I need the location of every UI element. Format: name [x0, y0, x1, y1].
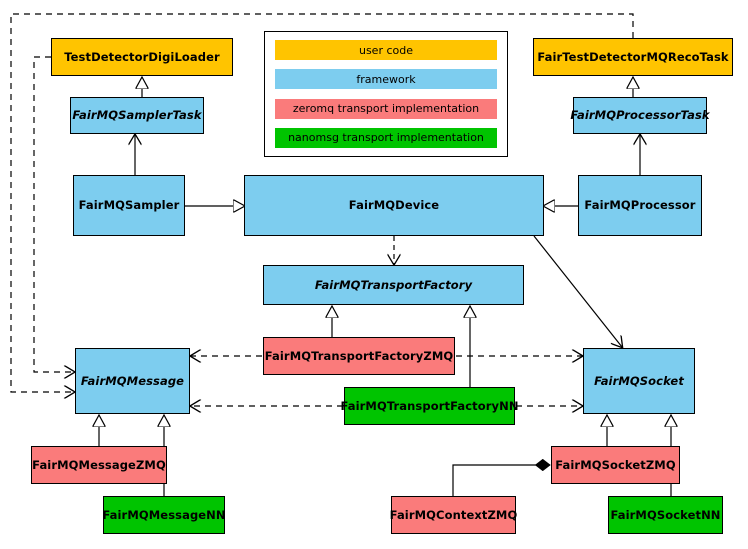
- class-node-label: FairMQMessageZMQ: [32, 457, 166, 472]
- class-node-FairMQProcessorTask[interactable]: FairMQProcessorTask: [570, 97, 710, 134]
- class-node-FairMQSamplerTask[interactable]: FairMQSamplerTask: [70, 97, 204, 134]
- legend-label: nanomsg transport implementation: [288, 131, 484, 145]
- legend-label: user code: [358, 43, 414, 57]
- class-node-label: FairMQTransportFactory: [314, 277, 473, 292]
- class-node-label: TestDetectorDigiLoader: [64, 49, 220, 64]
- class-node-FairMQTransportFactory[interactable]: FairMQTransportFactory: [263, 265, 524, 305]
- legend-item-zeromq: zeromq transport implementation: [275, 98, 497, 119]
- class-node-label: FairMQContextZMQ: [389, 507, 518, 522]
- class-node-label: FairMQTransportFactoryNN: [340, 398, 519, 413]
- class-node-FairMQSocketZMQ[interactable]: FairMQSocketZMQ: [551, 446, 680, 484]
- legend-item-framework: framework: [275, 69, 497, 90]
- class-node-FairMQMessageZMQ[interactable]: FairMQMessageZMQ: [31, 446, 167, 484]
- class-node-FairMQDevice[interactable]: FairMQDevice: [244, 175, 544, 236]
- class-node-FairTestDetectorMQRecoTask[interactable]: FairTestDetectorMQRecoTask: [533, 38, 733, 76]
- class-node-label: FairMQProcessor: [584, 198, 696, 213]
- class-node-label: FairMQSamplerTask: [72, 108, 202, 123]
- class-node-FairMQMessageNN[interactable]: FairMQMessageNN: [102, 496, 226, 534]
- class-node-label: FairMQProcessorTask: [570, 108, 710, 123]
- class-node-label: FairMQSocketZMQ: [555, 457, 676, 472]
- class-node-label: FairMQSocketNN: [610, 507, 721, 522]
- class-node-FairMQContextZMQ[interactable]: FairMQContextZMQ: [389, 496, 518, 534]
- legend-label: framework: [356, 72, 416, 86]
- class-node-FairMQTransportFactoryZMQ[interactable]: FairMQTransportFactoryZMQ: [263, 337, 455, 375]
- class-node-FairMQSocket[interactable]: FairMQSocket: [583, 348, 695, 414]
- class-node-label: FairMQTransportFactoryZMQ: [264, 348, 454, 363]
- class-node-label: FairMQMessage: [80, 373, 185, 388]
- class-node-FairMQSampler[interactable]: FairMQSampler: [73, 175, 185, 236]
- class-node-label: FairMQSocket: [594, 373, 684, 388]
- legend-item-nanomsg: nanomsg transport implementation: [275, 127, 497, 148]
- legend: user code framework zeromq transport imp…: [264, 31, 508, 157]
- class-node-TestDetectorDigiLoader[interactable]: TestDetectorDigiLoader: [51, 38, 233, 76]
- class-node-label: FairMQSampler: [78, 198, 180, 213]
- class-node-label: FairTestDetectorMQRecoTask: [537, 49, 729, 64]
- class-node-FairMQMessage[interactable]: FairMQMessage: [75, 348, 190, 414]
- class-node-FairMQProcessor[interactable]: FairMQProcessor: [578, 175, 702, 236]
- class-node-label: FairMQDevice: [348, 198, 440, 213]
- legend-item-user-code: user code: [275, 40, 497, 60]
- class-node-FairMQTransportFactoryNN[interactable]: FairMQTransportFactoryNN: [340, 387, 518, 425]
- class-node-label: FairMQMessageNN: [102, 507, 226, 522]
- legend-label: zeromq transport implementation: [292, 102, 480, 116]
- class-node-FairMQSocketNN[interactable]: FairMQSocketNN: [608, 496, 723, 534]
